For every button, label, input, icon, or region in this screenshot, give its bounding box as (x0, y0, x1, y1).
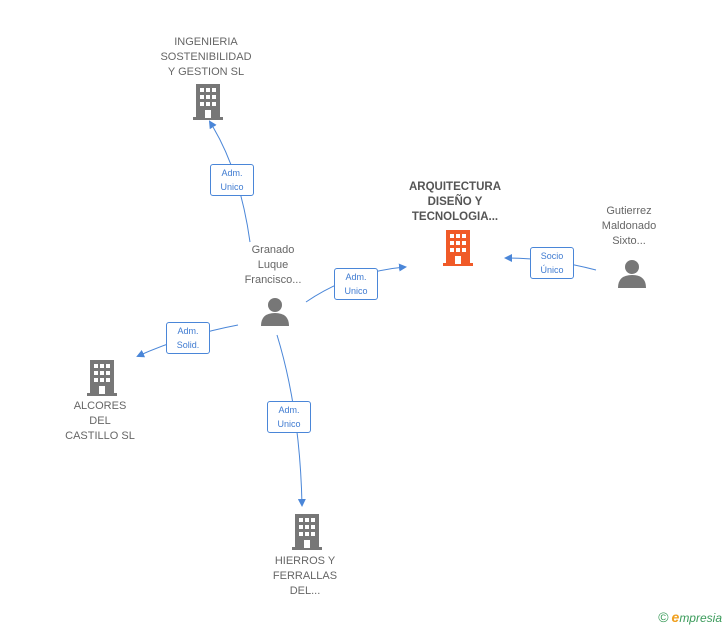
node-label-gutierrez[interactable]: Gutierrez Maldonado Sixto... (601, 205, 657, 247)
edge-label-granado-ingenieria[interactable]: Adm. Unico (210, 164, 254, 196)
node-label-alcores[interactable]: ALCORES DEL CASTILLO SL (65, 400, 135, 442)
person-icon[interactable] (616, 258, 648, 288)
copyright-symbol: © (658, 609, 669, 625)
building-icon[interactable] (442, 230, 474, 266)
person-icon[interactable] (259, 296, 291, 326)
brand-logo[interactable]: ©empresia (658, 609, 722, 625)
building-icon[interactable] (291, 514, 323, 550)
edge-label-gutierrez-arquitectura[interactable]: Socio Único (530, 247, 574, 279)
node-label-granado[interactable]: Granado Luque Francisco... (244, 244, 302, 286)
node-label-hierros[interactable]: HIERROS Y FERRALLAS DEL... (272, 555, 338, 597)
building-icon[interactable] (192, 84, 224, 120)
edge-label-granado-hierros[interactable]: Adm. Unico (267, 401, 311, 433)
node-label-ingenieria[interactable]: INGENIERIA SOSTENIBILIDAD Y GESTION SL (160, 36, 252, 78)
building-icon[interactable] (86, 360, 118, 396)
edge-label-granado-alcores[interactable]: Adm. Solid. (166, 322, 210, 354)
brand-name: mpresia (679, 611, 722, 625)
node-label-arquitectura[interactable]: ARQUITECTURA DISEÑO Y TECNOLOGIA... (409, 181, 501, 223)
edge-label-granado-arquitectura[interactable]: Adm. Unico (334, 268, 378, 300)
brand-initial: e (671, 609, 680, 625)
